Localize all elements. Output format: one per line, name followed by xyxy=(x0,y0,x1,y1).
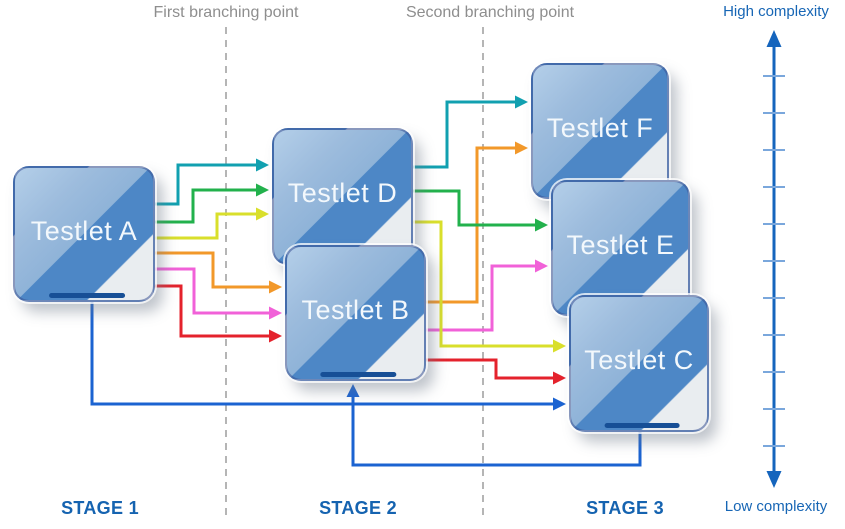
arrow-B-to-E-magenta xyxy=(423,264,535,332)
testlet-node-D: Testlet D xyxy=(272,128,413,265)
node-bottom-bar xyxy=(604,423,680,428)
arrow-D-to-C-yellow xyxy=(410,220,553,348)
arrowhead-A-to-C xyxy=(553,397,566,411)
testlet-node-B: Testlet B xyxy=(285,245,426,381)
second-branching-label: Second branching point xyxy=(405,4,575,21)
arrow-A-to-D-green xyxy=(152,188,256,224)
arrowhead-D-to-E xyxy=(535,218,548,232)
arrow-B-to-C-red xyxy=(423,358,553,380)
testlet-label-C: Testlet C xyxy=(584,345,694,375)
testlet-label-A: Testlet A xyxy=(30,215,138,246)
testlet-node-F: Testlet F xyxy=(531,63,669,199)
node-bottom-bar xyxy=(48,293,125,298)
arrowhead-B-to-E xyxy=(535,259,548,273)
arrowhead-A-to-D xyxy=(256,158,269,172)
testlet-label-D: Testlet D xyxy=(287,178,398,208)
first-branching-label: First branching point xyxy=(153,4,299,21)
stage-3-label: STAGE 3 xyxy=(586,498,664,518)
stage-2-label: STAGE 2 xyxy=(319,498,397,518)
stage-1-label: STAGE 1 xyxy=(61,498,139,518)
arrow-C-to-B-blue xyxy=(351,397,642,467)
testlet-node-A: Testlet A xyxy=(13,166,155,302)
arrow-D-to-E-green xyxy=(410,189,535,227)
axis-arrowhead-down xyxy=(766,471,782,488)
arrow-A-to-B-red xyxy=(152,284,269,338)
testlet-label-E: Testlet E xyxy=(566,229,675,260)
arrow-A-to-C-blue xyxy=(90,300,553,406)
arrow-A-to-B-magenta xyxy=(152,267,269,315)
arrowhead-A-to-D xyxy=(256,207,269,221)
arrowhead-B-to-F xyxy=(515,141,528,155)
arrowhead-A-to-B xyxy=(269,329,282,343)
arrowhead-A-to-B xyxy=(269,306,282,320)
low-complexity-label: Low complexity xyxy=(724,498,828,515)
testlet-label-B: Testlet B xyxy=(301,294,410,325)
arrow-A-to-B-orange xyxy=(152,251,269,289)
arrowhead-A-to-D xyxy=(256,183,269,197)
testlet-node-E: Testlet E xyxy=(551,180,690,316)
testlet-label-F: Testlet F xyxy=(546,112,654,143)
arrowhead-D-to-C xyxy=(553,339,566,353)
high-complexity-label: High complexity xyxy=(723,3,829,20)
node-bottom-bar xyxy=(320,372,396,377)
arrowhead-C-to-B xyxy=(346,384,360,397)
arrowhead-D-to-F xyxy=(515,95,528,109)
arrow-A-to-D-yellow xyxy=(152,212,256,240)
arrow-D-to-F-teal xyxy=(410,100,515,169)
testlet-node-C: Testlet C xyxy=(569,295,709,432)
axis-arrowhead-up xyxy=(766,30,782,47)
arrowhead-A-to-B xyxy=(269,280,282,294)
arrow-A-to-D-teal xyxy=(152,163,256,206)
arrowhead-B-to-C xyxy=(553,371,566,385)
